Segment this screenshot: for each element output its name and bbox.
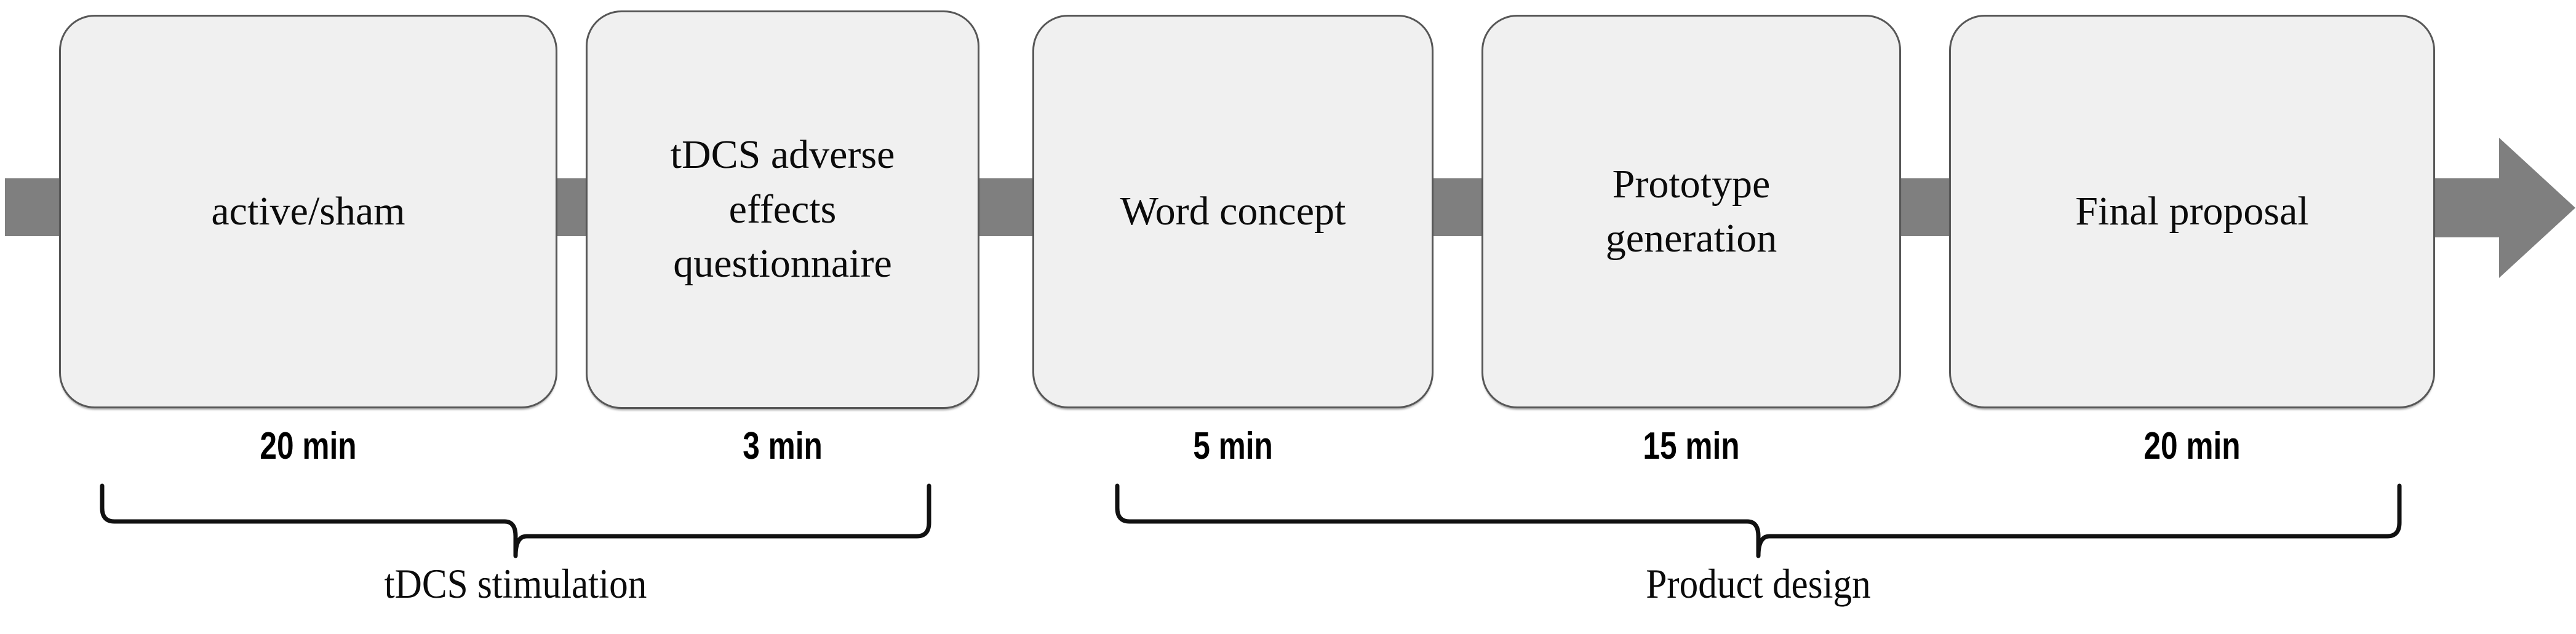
group-brace-2	[1114, 483, 2406, 563]
process-step-3-label: Word concept	[1120, 188, 1346, 234]
process-step-3[interactable]: Word concept	[1032, 15, 1434, 408]
process-step-1-label: active/sham	[211, 188, 405, 234]
duration-step-2: 3 min	[743, 425, 823, 467]
duration-step-5: 20 min	[2143, 425, 2241, 467]
group-label-2: Product design	[1646, 560, 1871, 607]
entry-connector-stub	[5, 178, 60, 236]
duration-step-3: 5 min	[1193, 425, 1273, 467]
group-brace-1	[98, 483, 935, 563]
duration-step-1: 20 min	[260, 425, 357, 467]
group-label-1: tDCS stimulation	[384, 560, 647, 607]
process-step-5[interactable]: Final proposal	[1949, 15, 2435, 408]
process-step-5-label: Final proposal	[2075, 188, 2309, 234]
process-step-2[interactable]: tDCS adverse effects questionnaire	[586, 10, 979, 409]
exit-arrow-icon	[2424, 137, 2576, 279]
duration-step-4: 15 min	[1643, 425, 1740, 467]
process-step-2-label: tDCS adverse effects questionnaire	[670, 132, 895, 287]
process-step-4-label: Prototype generation	[1605, 161, 1777, 261]
process-step-1[interactable]: active/sham	[59, 15, 557, 408]
process-step-4[interactable]: Prototype generation	[1481, 15, 1901, 408]
